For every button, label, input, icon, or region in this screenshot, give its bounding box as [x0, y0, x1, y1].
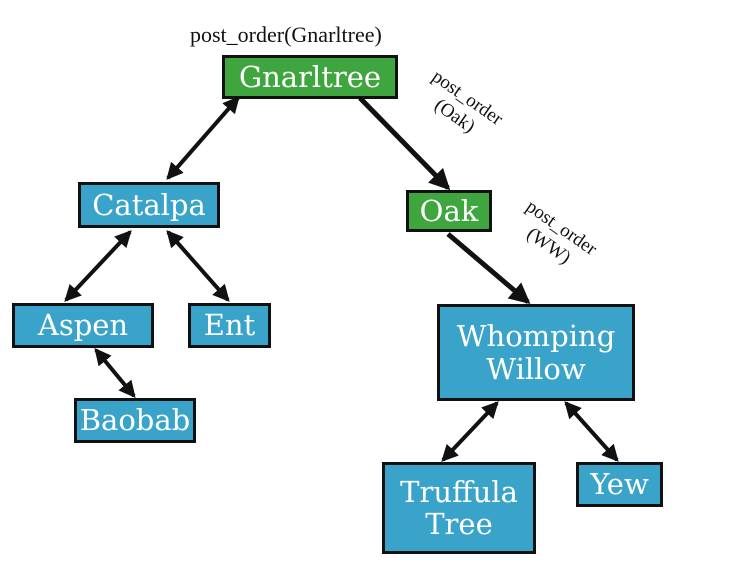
node-gnarltree: Gnarltree [222, 55, 398, 99]
node-gnarltree-label: Gnarltree [238, 59, 382, 94]
node-aspen: Aspen [12, 303, 154, 348]
node-whomping-willow-label: Whomping Willow [456, 319, 616, 386]
edge-catalpa-ent [166, 230, 230, 302]
root-call-label: post_order(Gnarltree) [190, 22, 382, 47]
edge-willow-yew [564, 401, 619, 462]
edge-gnarltree-oak [358, 96, 451, 191]
node-baobab-label: Baobab [79, 403, 191, 438]
node-yew: Yew [576, 462, 663, 507]
edge-aspen-baobab [94, 348, 136, 398]
node-truffula-tree-label: Truffula Tree [400, 474, 518, 541]
edge-gnarltree-catalpa [166, 96, 240, 180]
node-catalpa: Catalpa [78, 182, 220, 228]
node-yew-label: Yew [590, 467, 649, 502]
node-baobab: Baobab [74, 398, 196, 443]
edge-willow-truffula [441, 401, 499, 462]
edge-oak-willow [446, 232, 531, 305]
node-oak: Oak [406, 190, 492, 232]
node-catalpa-label: Catalpa [92, 187, 206, 222]
node-truffula-tree: Truffula Tree [382, 462, 536, 554]
node-oak-label: Oak [419, 193, 479, 228]
node-ent: Ent [188, 303, 271, 348]
node-whomping-willow: Whomping Willow [437, 304, 635, 401]
edge-catalpa-aspen [64, 230, 132, 302]
node-aspen-label: Aspen [37, 308, 129, 343]
node-ent-label: Ent [203, 308, 256, 343]
